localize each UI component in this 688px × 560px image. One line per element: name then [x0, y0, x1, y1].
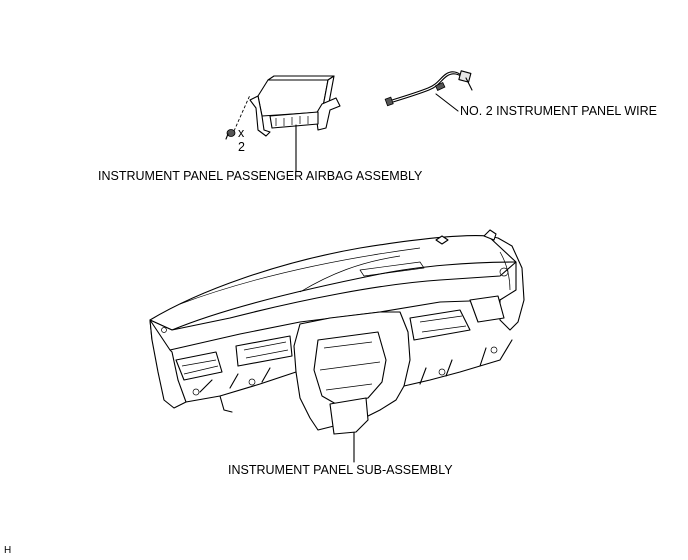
panel-wire-label: NO. 2 INSTRUMENT PANEL WIRE [460, 104, 658, 118]
airbag-assembly-drawing [249, 75, 341, 137]
bolt-quantity-multiplier: x [238, 126, 245, 140]
figure-id: H [4, 545, 12, 556]
sub-assembly-label: INSTRUMENT PANEL SUB-ASSEMBLY [228, 463, 453, 477]
bolt-icon [225, 94, 251, 140]
wire-harness-drawing [384, 70, 473, 107]
wire-leader-line [435, 93, 459, 112]
airbag-label: INSTRUMENT PANEL PASSENGER AIRBAG ASSEMB… [98, 169, 423, 183]
instrument-panel-drawing [149, 229, 525, 435]
bolt-quantity-count: 2 [238, 140, 245, 154]
